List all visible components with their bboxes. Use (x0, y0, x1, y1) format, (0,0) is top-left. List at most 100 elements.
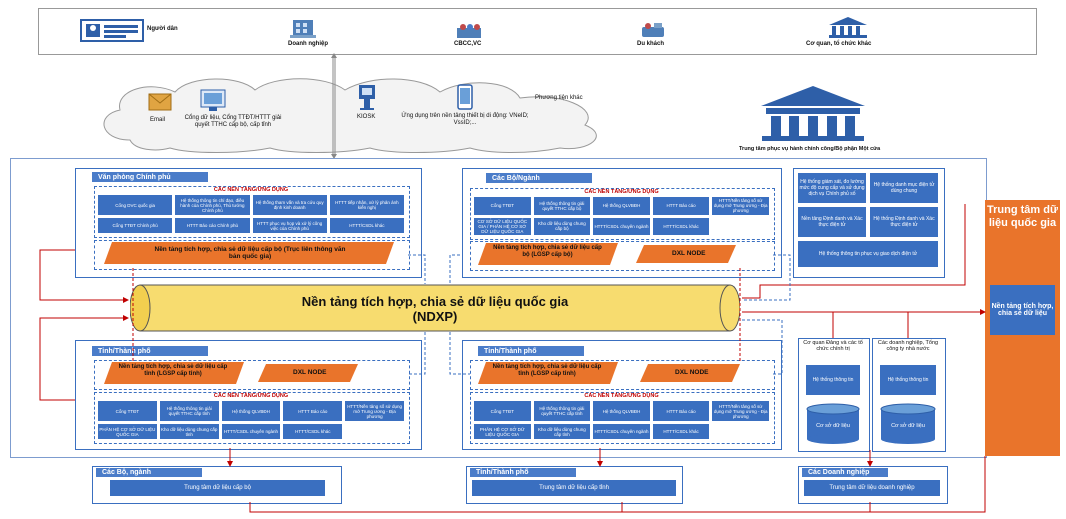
ministries-app-box: Kho dữ liệu dùng chung cấp bộ (533, 217, 591, 235)
ndxp-abbr: (NDXP) (412, 309, 458, 324)
province-right-title: Tỉnh/Thành phố (478, 346, 584, 356)
ministries-app-box: Hệ thống QLVBĐH (593, 197, 650, 215)
province_left-app-box: Cổng TTĐT (98, 401, 157, 421)
enterprise-system: Hệ thống thông tin (880, 365, 936, 395)
bottom-provinces-title: Tỉnh/Thành phố (470, 468, 576, 477)
ministries-app-box: CƠ SỞ DỮ LIỆU QUỐC GIA / PHÂN HỆ CƠ SỞ D… (474, 217, 531, 235)
province-left-dxl-shape (258, 364, 358, 382)
government-icon (828, 16, 868, 38)
province_left-app-box: PHÂN HỆ CƠ SỞ DỮ LIỆU QUỐC GIA (98, 424, 157, 439)
province_left-app-box: Hệ thống thông tin giải quyết TTHC cấp t… (159, 401, 219, 421)
ministries-app-box: HTTT Báo cáo (652, 197, 710, 215)
service-box: Nền tảng Định danh và Xác thực điện tử (798, 207, 866, 237)
vpcp-title: Văn phòng Chính phủ (92, 172, 208, 182)
province-right-platform-shape (478, 362, 618, 384)
enterprise-title: Các doanh nghiệp, Tổng công ty nhà nước (877, 340, 939, 352)
actor-label: Doanh nghiệp (288, 41, 328, 47)
ministries-platform-label: Nền tảng tích hợp, chia sẻ dữ liệu cấp b… (493, 245, 602, 258)
bottom-ministries-title: Các Bộ, ngành (96, 468, 202, 477)
channel-label: Ứng dụng trên nền tảng thiết bị di động:… (401, 113, 529, 126)
province_right-app-box: HTTT/CSDL khác (652, 424, 710, 439)
officials-icon (455, 22, 483, 40)
province-left-dxl-label: DXL NODE (293, 369, 327, 376)
vpcp-app-box: HTTT/CSDL khác (329, 218, 404, 233)
actor-bar (38, 8, 1037, 55)
channel-label: Email (150, 117, 166, 123)
party-db-icon (806, 403, 860, 445)
party-system: Hệ thống thông tin (806, 365, 860, 395)
actor-label: Du khách (637, 41, 665, 47)
province-left-apps-frame (94, 392, 410, 444)
vpcp-app-box: HTTT tiếp nhận, xử lý phản ánh kiến nghị (329, 195, 404, 215)
province-left-apps-title: CÁC NỀN TẢNG/ỨNG DỤNG (213, 393, 289, 399)
id-card-icon (80, 19, 144, 42)
party-db-label: Cơ sở dữ liệu (816, 423, 850, 429)
province-left-platform-shape (104, 362, 244, 384)
ministries-platform-shape (478, 243, 618, 265)
kiosk-icon (357, 84, 377, 110)
vpcp-platform-label: Nền tảng tích hợp, chia sẻ dữ liệu cấp b… (154, 246, 346, 260)
ministries-app-box: HTTT/Nền tảng số sử dụng mở Trung ương -… (712, 197, 769, 215)
ministries-platform-frame (470, 241, 775, 271)
vpcp-apps-frame (94, 186, 410, 238)
service-box: Hệ thống thông tin phục vụ giao dịch điệ… (798, 241, 938, 267)
vpcp-platform-shape (104, 242, 394, 264)
province_left-app-box: HTTT/Nền tảng số sử dụng mở Trung ương -… (345, 401, 404, 421)
service-box: Hệ thống Định danh và Xác thực điện tử (870, 207, 938, 237)
province_left-app-box: Kho dữ liệu dùng chung cấp tỉnh (159, 424, 219, 439)
province-right-apps-frame (470, 392, 775, 444)
vpcp-app-box: HTTT Báo cáo Chính phủ (175, 218, 250, 233)
ministries-dxl-shape (636, 245, 736, 263)
party-title: Cơ quan Đảng và các tổ chức chính trị (803, 340, 863, 352)
province-right-platform-frame (470, 360, 775, 390)
province-right-apps-title: CÁC NỀN TẢNG/ỨNG DỤNG (584, 393, 659, 399)
bottom-provinces-center: Trung tâm dữ liệu cấp tỉnh (472, 480, 676, 496)
ministries-dxl-label: DXL NODE (672, 250, 706, 257)
bottom-enterprises-center: Trung tâm dữ liệu doanh nghiệp (804, 480, 940, 496)
national-data-center-platform: Nền tảng tích hợp, chia sẻ dữ liệu (990, 285, 1055, 335)
vpcp-app-box: Cổng DVC quốc gia (98, 195, 173, 215)
channel-label: KIOSK (357, 114, 376, 120)
province-right-dxl-shape (640, 364, 740, 382)
province_right-app-box: PHÂN HỆ CƠ SỞ DỮ LIỆU QUỐC GIA (474, 424, 531, 439)
province_right-app-box: Hệ thống QLVBĐH (593, 401, 650, 421)
ministries-title: Các Bộ/Ngành (486, 173, 592, 183)
mobile-icon (457, 84, 473, 110)
province-left-platform-frame (94, 360, 410, 390)
province_left-app-box: HTTT/CSDL chuyên ngành (221, 424, 281, 439)
province_right-app-box: Cổng TTĐT (474, 401, 531, 421)
access-arrow (331, 53, 337, 159)
province_left-app-box: Hệ thống QLVBĐH (221, 401, 281, 421)
province-right-platform-label: Nền tảng tích hợp, chia sẻ dữ liệu cấp t… (492, 364, 602, 377)
vpcp-app-box: Hệ thống thông tin chỉ đạo, điều hành củ… (175, 195, 250, 215)
ministries-app-box: HTTT/CSDL khác (652, 217, 710, 235)
province_right-app-box: Kho dữ liệu dùng chung cấp tỉnh (533, 424, 591, 439)
actor-label: Người dân (147, 26, 178, 32)
service-box: Hệ thống danh mục điện tử dùng chung (870, 173, 938, 203)
email-icon (148, 93, 172, 111)
bottom-enterprises-title: Các Doanh nghiệp (802, 468, 888, 477)
ministries-apps-frame (470, 188, 775, 240)
tourist-icon (640, 22, 666, 39)
actor-label: Cơ quan, tổ chức khác (806, 41, 872, 47)
province_left-app-box: HTTT Báo cáo (283, 401, 343, 421)
province_right-app-box: HTTT/Nền tảng số sử dụng mở Trung ương -… (712, 401, 769, 421)
enterprise-db-icon (880, 403, 936, 445)
province_right-app-box: HTTT/CSDL chuyên ngành (593, 424, 650, 439)
channel-cloud (90, 70, 620, 155)
province-right-dxl-label: DXL NODE (675, 369, 709, 376)
one-stop-building-icon (759, 84, 867, 142)
building-icon (290, 16, 316, 38)
province_left-app-box: HTTT/CSDL khác (283, 424, 343, 439)
enterprise-db-label: Cơ sở dữ liệu (891, 423, 925, 429)
bottom-ministries-center: Trung tâm dữ liệu cấp bộ (110, 480, 325, 496)
vpcp-app-box: HTTT phục vụ họp và xử lý công việc của … (252, 218, 327, 233)
portal-icon (200, 89, 226, 113)
vpcp-app-box: Cổng TTĐT Chính phủ (98, 218, 173, 233)
vpcp-app-box: Hệ thống tham vấn và tra cứu quy định ki… (252, 195, 327, 215)
channel-label: Phương tiện khác (535, 95, 583, 101)
vpcp-apps-title: CÁC NỀN TẢNG/ỨNG DỤNG (213, 187, 289, 193)
